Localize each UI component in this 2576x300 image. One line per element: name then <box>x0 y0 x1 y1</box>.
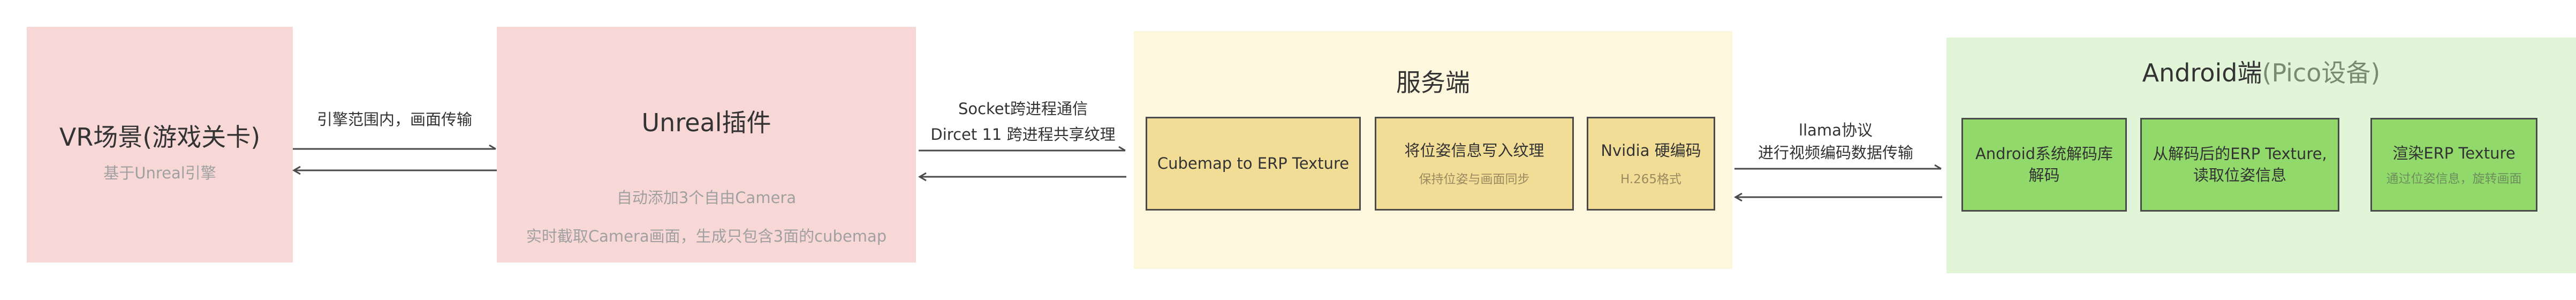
unreal-plugin-line-2: 实时截取Camera画面，生成只包含3面的cubemap <box>526 227 887 245</box>
server-android-arrow-label-1: llama协议 <box>1799 121 1873 139</box>
render-erp-sublabel: 通过位姿信息，旋转画面 <box>2386 172 2522 186</box>
read-pose-line-2: 读取位姿信息 <box>2193 166 2286 184</box>
android-title-device: (Pico设备) <box>2262 58 2381 87</box>
nvidia-encode-sublabel: H.265格式 <box>1620 172 1682 187</box>
unreal-server-arrow-label-1: Socket跨进程通信 <box>958 100 1088 118</box>
arrow-server-to-android <box>1734 164 1942 170</box>
nvidia-encode-label: Nvidia 硬编码 <box>1601 141 1701 160</box>
android-title-main: Android端 <box>2142 58 2262 87</box>
vr-scene-block: VR场景(游戏关卡) 基于Unreal引擎 <box>27 27 293 262</box>
android-panel: Android端(Pico设备) Android系统解码库 解码 从解码后的ER… <box>1946 38 2576 273</box>
unreal-plugin-line-1: 自动添加3个自由Camera <box>616 189 797 207</box>
unreal-plugin-title: Unreal插件 <box>641 108 771 137</box>
pose-write-sublabel: 保持位姿与画面同步 <box>1419 172 1530 187</box>
pose-write-box: 将位姿信息写入纹理 保持位姿与画面同步 <box>1375 117 1574 211</box>
android-title: Android端(Pico设备) <box>1946 54 2576 89</box>
vr-scene-title: VR场景(游戏关卡) <box>59 123 261 152</box>
render-erp-box: 渲染ERP Texture 通过位姿信息，旋转画面 <box>2370 118 2537 212</box>
unreal-server-arrow-label-2: Dircet 11 跨进程共享纹理 <box>930 125 1116 144</box>
read-pose-line-1: 从解码后的ERP Texture, <box>2153 145 2327 163</box>
android-decode-line-2: 解码 <box>2028 166 2060 184</box>
vr-unreal-arrow-label: 引擎范围内，画面传输 <box>316 110 472 129</box>
arrow-android-to-server <box>1734 192 1942 202</box>
read-pose-box: 从解码后的ERP Texture, 读取位姿信息 <box>2140 118 2339 212</box>
vr-scene-subtitle: 基于Unreal引擎 <box>103 164 216 182</box>
nvidia-encode-box: Nvidia 硬编码 H.265格式 <box>1587 117 1715 211</box>
cubemap-to-erp-label: Cubemap to ERP Texture <box>1157 154 1350 172</box>
pose-write-label: 将位姿信息写入纹理 <box>1404 141 1544 160</box>
arrow-server-to-unreal <box>918 172 1126 182</box>
render-erp-label: 渲染ERP Texture <box>2392 144 2516 162</box>
android-decode-box: Android系统解码库 解码 <box>1961 118 2127 212</box>
arrow-unreal-to-vr <box>292 166 497 175</box>
android-decode-line-1: Android系统解码库 <box>1975 145 2113 163</box>
arrow-vr-to-unreal <box>293 144 496 150</box>
server-android-arrow-label-2: 进行视频编码数据传输 <box>1757 144 1913 162</box>
arrow-unreal-to-server <box>919 146 1126 152</box>
server-title: 服务端 <box>1396 68 1470 97</box>
server-panel: 服务端 Cubemap to ERP Texture 将位姿信息写入纹理 保持位… <box>1134 31 1732 269</box>
unreal-plugin-block: Unreal插件 自动添加3个自由Camera 实时截取Camera画面，生成只… <box>497 27 916 262</box>
cubemap-to-erp-box: Cubemap to ERP Texture <box>1146 117 1361 211</box>
